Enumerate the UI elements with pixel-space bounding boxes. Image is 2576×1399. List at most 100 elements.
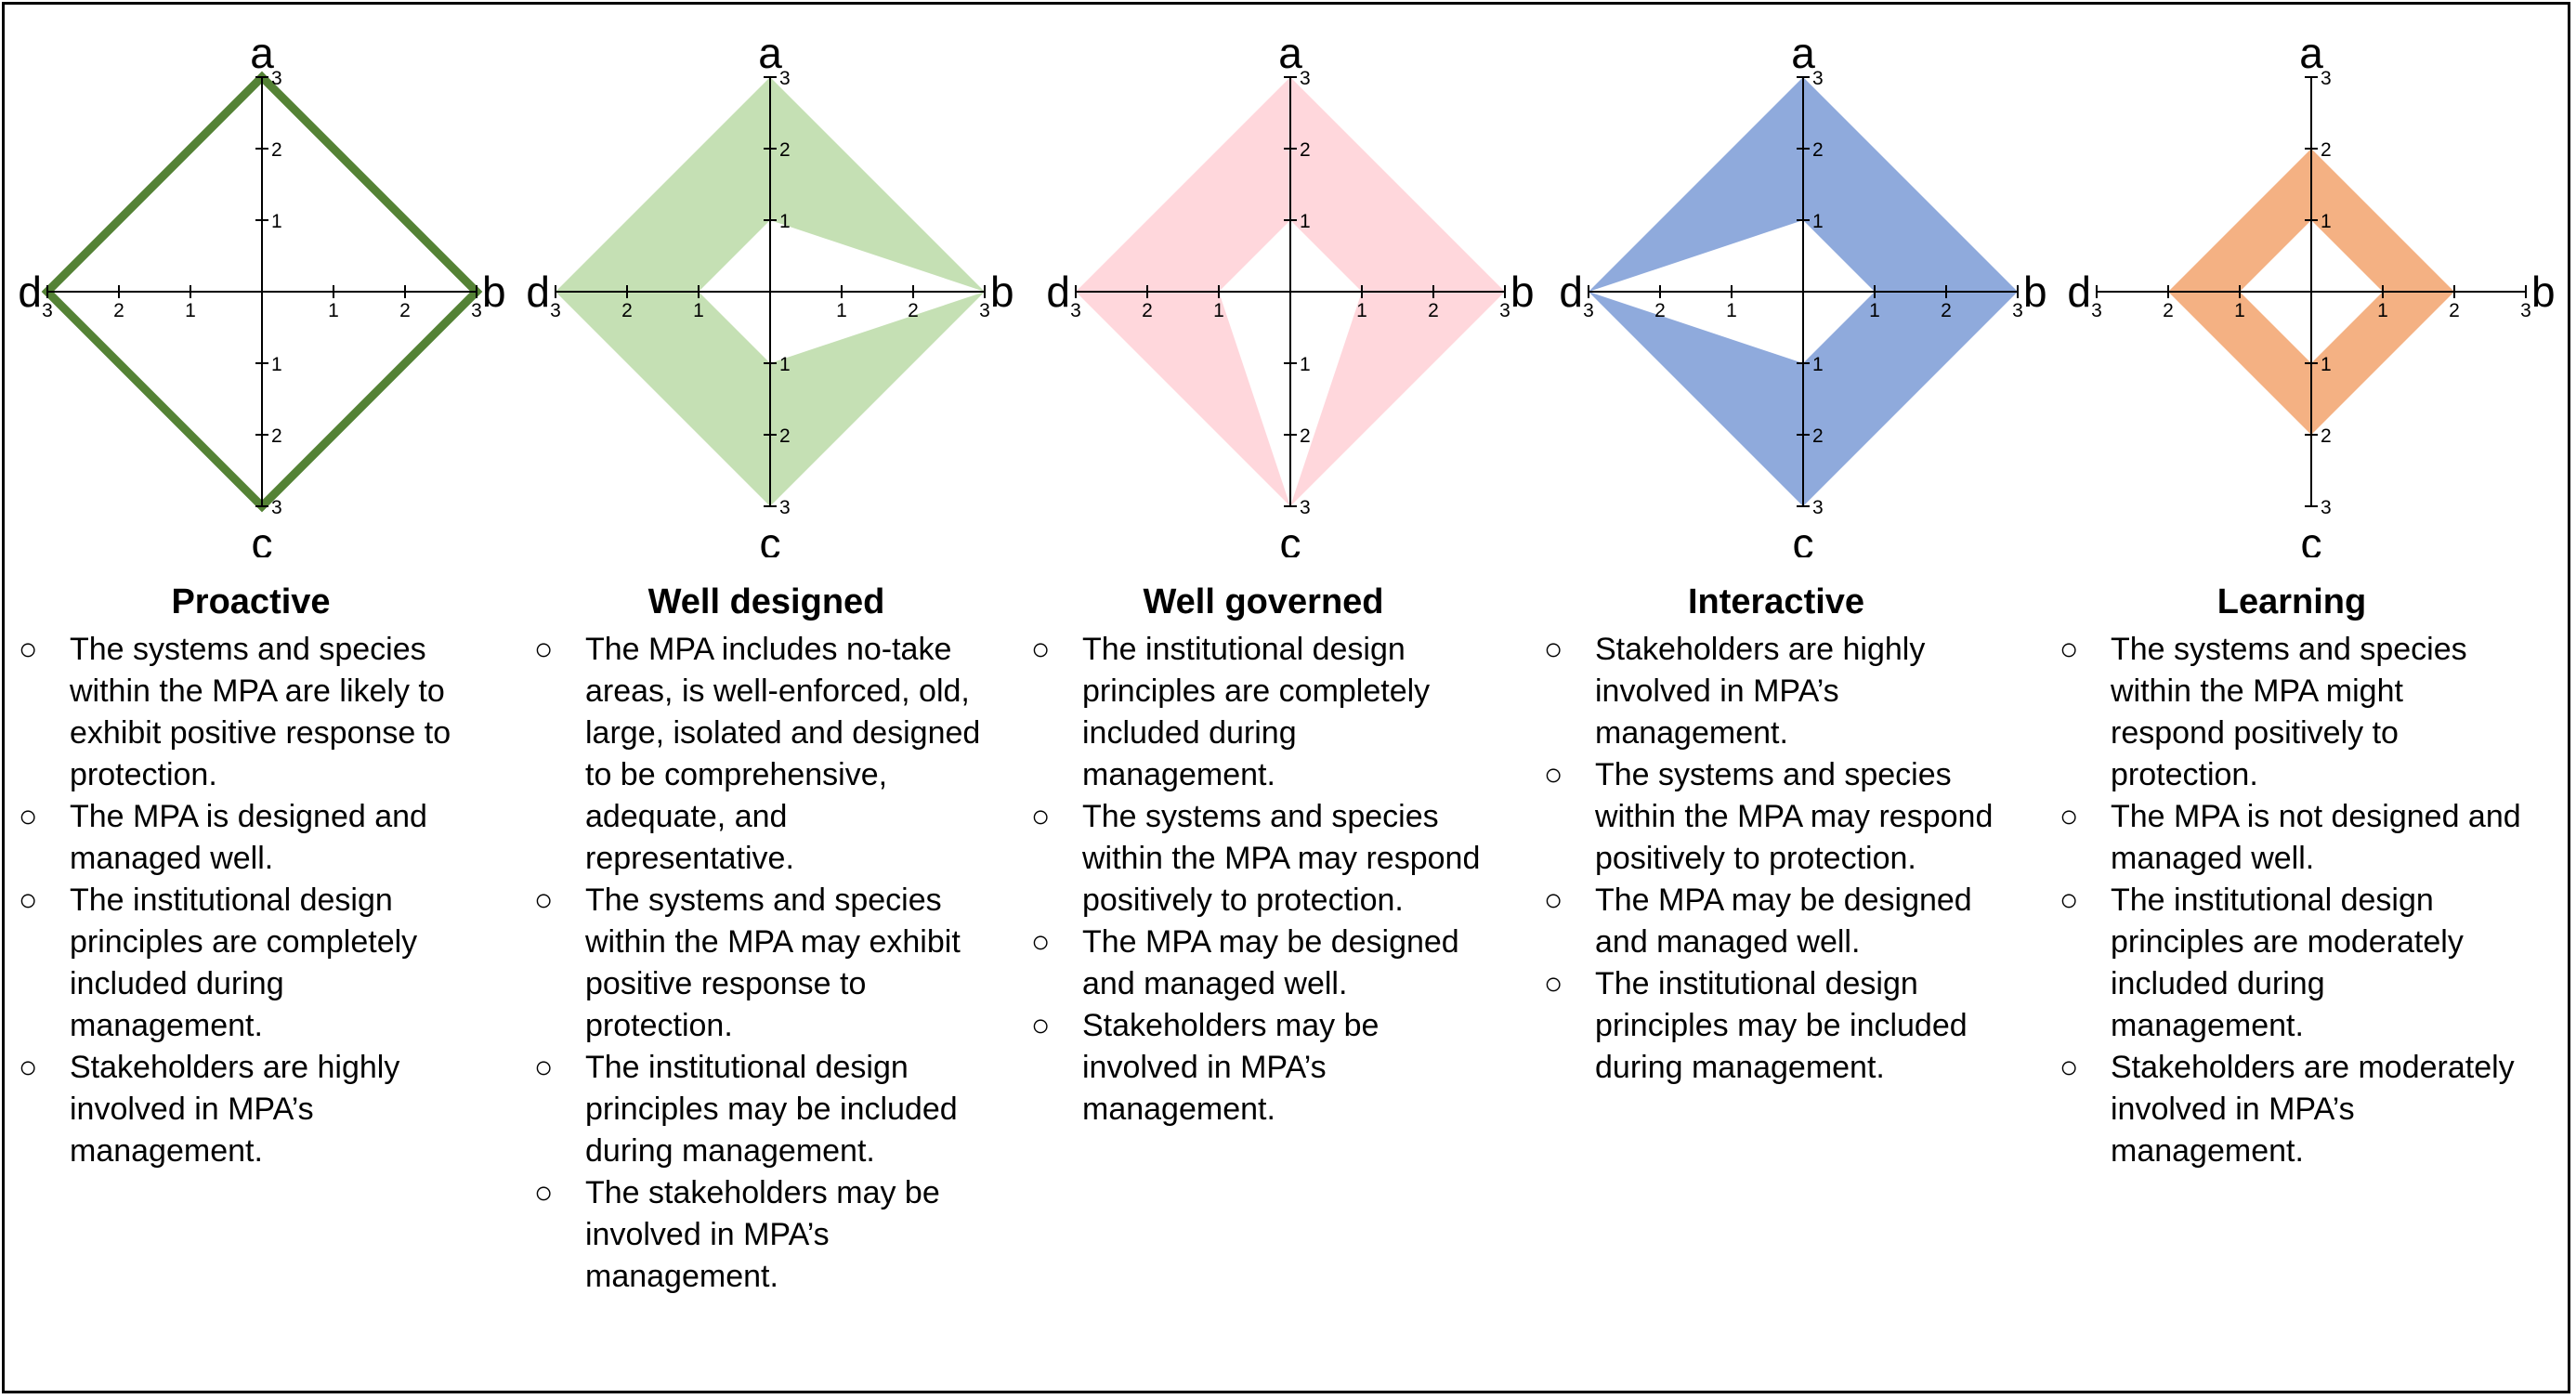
list-item: ○The systems and species within the MPA …: [19, 629, 483, 796]
tick-label: 3: [2321, 497, 2332, 518]
tick-label: 1: [271, 211, 282, 232]
tick-label: 2: [2321, 425, 2332, 447]
tick-label: 3: [1070, 300, 1081, 321]
panel-title: Learning: [2216, 582, 2367, 621]
bullet-icon: ○: [1544, 966, 1563, 1001]
bullet-icon: ○: [19, 799, 38, 834]
list-item: ○Stakeholders may be involved in MPA’s m…: [1031, 1005, 1496, 1131]
tick-label: 2: [1300, 425, 1311, 447]
list-item: ○The institutional design principles are…: [1031, 629, 1496, 796]
tick-label: 3: [1499, 300, 1510, 321]
axis-label-b: b: [990, 268, 1014, 316]
tick-label: 3: [42, 300, 53, 321]
panel-proactive: Proactive ○The systems and species withi…: [19, 581, 483, 1172]
radar-charts: 111122223333abcd111122223333abcd11112222…: [18, 29, 2555, 557]
list-item: ○The systems and species within the MPA …: [2059, 629, 2524, 796]
tick-label: 1: [1812, 354, 1824, 375]
list-item: ○Stakeholders are highly involved in MPA…: [1544, 629, 2008, 754]
tick-label: 2: [1142, 300, 1153, 321]
tick-label: 2: [271, 425, 282, 447]
tick-label: 2: [1812, 139, 1824, 161]
panel-learning: Learning ○The systems and species within…: [2059, 581, 2524, 1172]
tick-label: 1: [2321, 211, 2332, 232]
list-item: ○The MPA may be designed and managed wel…: [1031, 922, 1496, 1005]
bullet-icon: ○: [19, 1050, 38, 1085]
bullet-icon: ○: [2059, 1050, 2079, 1085]
axis-label-c: c: [2301, 519, 2322, 557]
panel-interactive: Interactive ○Stakeholders are highly inv…: [1544, 581, 2008, 1089]
axis-label-b: b: [2023, 268, 2047, 316]
tick-label: 1: [1812, 211, 1824, 232]
tick-label: 2: [1428, 300, 1439, 321]
bullet-icon: ○: [1031, 1008, 1051, 1043]
tick-label: 1: [1726, 300, 1737, 321]
bullet-icon: ○: [534, 1050, 554, 1085]
bullet-icon: ○: [534, 632, 554, 667]
bullet-icon: ○: [19, 883, 38, 918]
criteria-list: ○Stakeholders are highly involved in MPA…: [1544, 629, 2008, 1089]
radar-area: [1589, 77, 2018, 506]
criteria-list: ○The systems and species within the MPA …: [19, 629, 483, 1172]
tick-label: 2: [113, 300, 124, 321]
list-item: ○The institutional design principles may…: [534, 1047, 999, 1172]
tick-label: 2: [1300, 139, 1311, 161]
list-item: ○The MPA is not designed and managed wel…: [2059, 796, 2524, 880]
list-item: ○Stakeholders are highly involved in MPA…: [19, 1047, 483, 1172]
bullet-icon: ○: [1544, 632, 1563, 667]
bullet-icon: ○: [534, 1175, 554, 1210]
tick-label: 3: [1583, 300, 1594, 321]
tick-label: 1: [779, 211, 791, 232]
tick-label: 3: [471, 300, 482, 321]
bullet-icon: ○: [1031, 799, 1051, 834]
bullet-icon: ○: [19, 632, 38, 667]
tick-label: 3: [2321, 68, 2332, 89]
radar-area: [556, 77, 985, 506]
list-item: ○The systems and species within the MPA …: [534, 880, 999, 1047]
tick-label: 1: [1300, 354, 1311, 375]
tick-label: 1: [2234, 300, 2245, 321]
axis-label-c: c: [760, 519, 781, 557]
tick-label: 2: [621, 300, 633, 321]
bullet-icon: ○: [2059, 883, 2079, 918]
tick-label: 1: [1356, 300, 1367, 321]
tick-label: 3: [779, 497, 791, 518]
panel-well-designed: Well designed ○The MPA includes no-take …: [534, 581, 999, 1298]
tick-label: 2: [1654, 300, 1666, 321]
axis-label-a: a: [1791, 29, 1815, 77]
list-item: ○The MPA includes no-take areas, is well…: [534, 629, 999, 880]
tick-label: 1: [2321, 354, 2332, 375]
tick-label: 1: [779, 354, 791, 375]
tick-label: 3: [271, 497, 282, 518]
tick-label: 2: [2449, 300, 2460, 321]
bullet-icon: ○: [534, 883, 554, 918]
tick-label: 3: [271, 68, 282, 89]
tick-label: 3: [1812, 497, 1824, 518]
tick-label: 1: [1300, 211, 1311, 232]
axis-label-a: a: [758, 29, 782, 77]
tick-label: 1: [1869, 300, 1880, 321]
criteria-list: ○The systems and species within the MPA …: [2059, 629, 2524, 1172]
list-item: ○The MPA is designed and managed well.: [19, 796, 483, 880]
axis-label-a: a: [2299, 29, 2323, 77]
axis-label-a: a: [1278, 29, 1302, 77]
list-item: ○The institutional design principles may…: [1544, 963, 2008, 1089]
axis-label-d: d: [1559, 268, 1583, 316]
bullet-icon: ○: [1031, 924, 1051, 960]
radar-area: [2168, 149, 2454, 435]
axis-label-d: d: [18, 268, 42, 316]
tick-label: 3: [779, 68, 791, 89]
tick-label: 3: [1812, 68, 1824, 89]
list-item: ○The institutional design principles are…: [2059, 880, 2524, 1047]
tick-label: 3: [2012, 300, 2023, 321]
list-item: ○The stakeholders may be involved in MPA…: [534, 1172, 999, 1298]
list-item: ○Stakeholders are moderately involved in…: [2059, 1047, 2524, 1172]
tick-label: 2: [779, 139, 791, 161]
tick-label: 2: [2163, 300, 2174, 321]
panel-title: Well designed: [647, 582, 885, 621]
tick-label: 3: [979, 300, 990, 321]
